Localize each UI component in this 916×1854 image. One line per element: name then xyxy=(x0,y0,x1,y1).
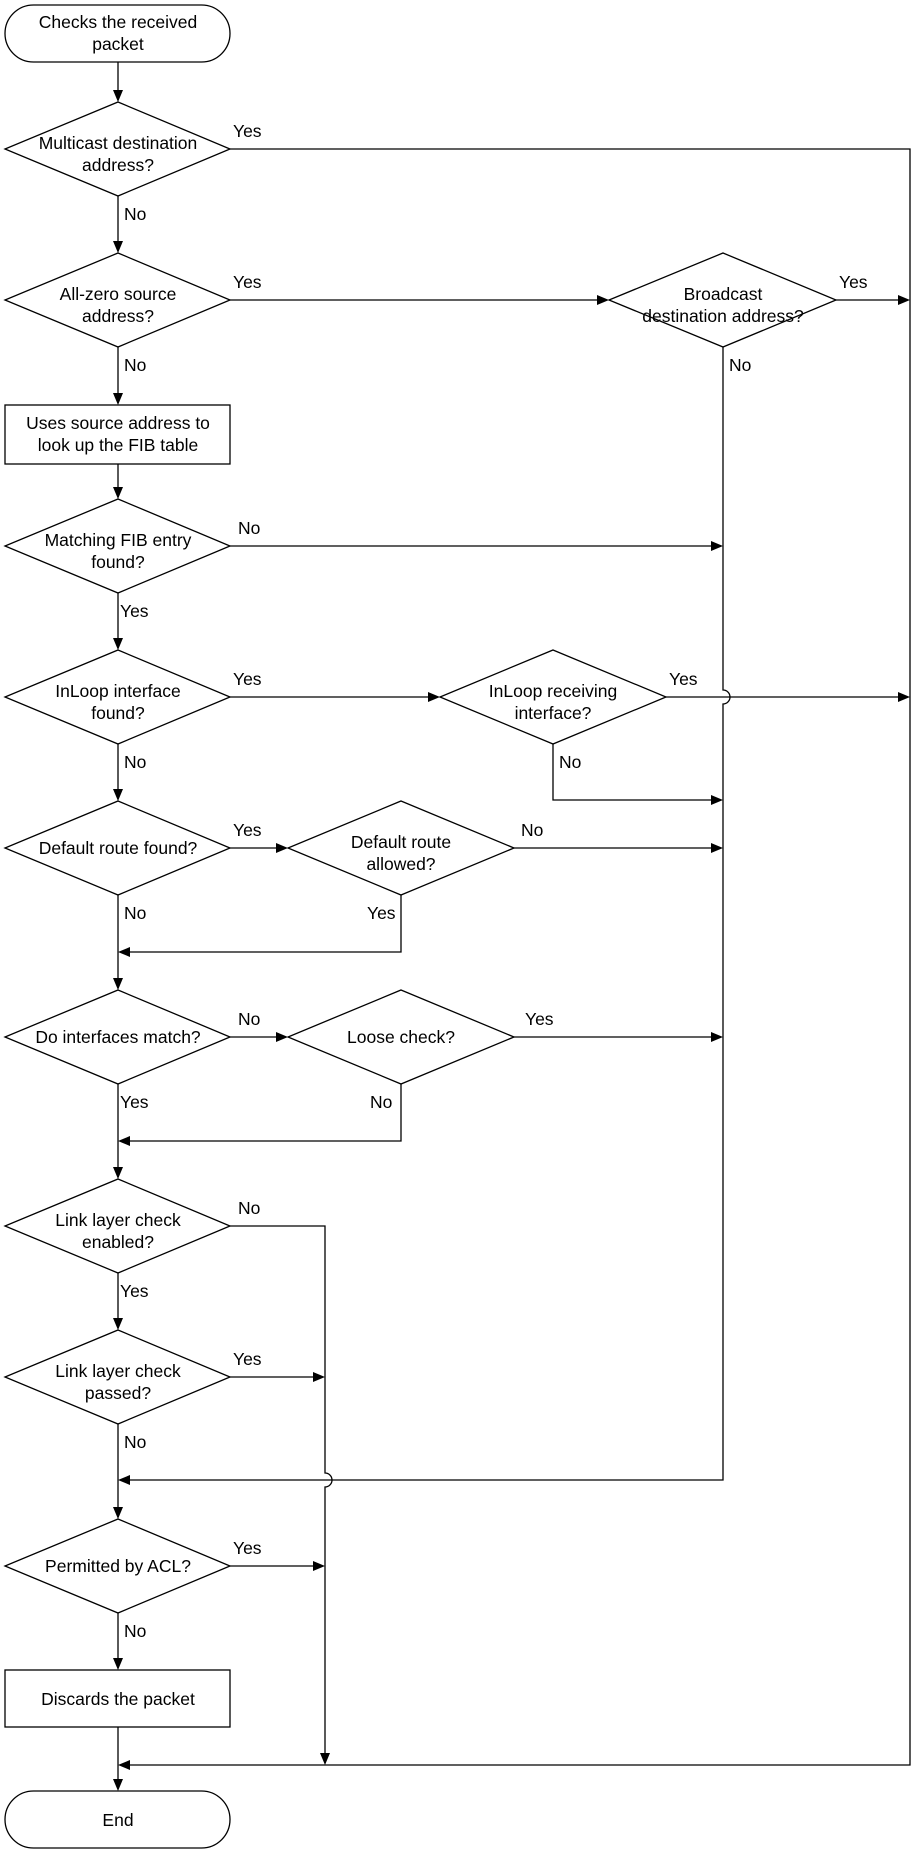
label-inloop-found-no: No xyxy=(124,752,146,772)
arrowhead xyxy=(113,1658,123,1670)
label-multicast-no: No xyxy=(124,204,146,224)
label-link-passed-yes: Yes xyxy=(233,1349,262,1369)
arrowhead xyxy=(711,795,723,805)
arrowhead xyxy=(597,295,609,305)
label-fib-found-no: No xyxy=(238,518,260,538)
edge-multicast-yes-bus xyxy=(130,148,911,1766)
node-default-found-text: Default route found? xyxy=(39,838,198,858)
label-default-allowed-no: No xyxy=(521,820,543,840)
arrowhead xyxy=(118,1760,130,1770)
arrowhead xyxy=(113,1318,123,1330)
label-broadcast-no: No xyxy=(729,355,751,375)
node-end xyxy=(4,1790,231,1849)
label-link-passed-no: No xyxy=(124,1432,146,1452)
node-fib-lookup xyxy=(4,404,231,465)
node-loose-text: Loose check? xyxy=(347,1027,455,1047)
label-broadcast-yes: Yes xyxy=(839,272,868,292)
arrowhead xyxy=(320,1753,330,1765)
label-multicast-yes: Yes xyxy=(233,121,262,141)
label-inloop-recv-no: No xyxy=(559,752,581,772)
label-link-enabled-yes: Yes xyxy=(120,1281,149,1301)
arrowhead xyxy=(113,393,123,405)
arrowhead xyxy=(113,487,123,499)
edge-inloop-recv-no xyxy=(552,744,711,801)
arrowhead xyxy=(113,90,123,102)
node-end-text: End xyxy=(102,1810,133,1830)
arrowhead xyxy=(113,1779,123,1791)
label-default-found-no: No xyxy=(124,903,146,923)
arrowhead xyxy=(118,1136,130,1146)
label-zero-src-yes: Yes xyxy=(233,272,262,292)
arrowhead xyxy=(711,541,723,551)
label-fib-found-yes: Yes xyxy=(120,601,149,621)
arrowhead xyxy=(113,638,123,650)
node-discard xyxy=(4,1669,231,1728)
label-inloop-found-yes: Yes xyxy=(233,669,262,689)
arrowhead xyxy=(276,843,288,853)
arrowhead xyxy=(313,1561,325,1571)
arrowhead xyxy=(711,843,723,853)
label-loose-yes: Yes xyxy=(525,1009,554,1029)
edge-fail-bus xyxy=(130,347,731,1481)
arrowhead xyxy=(113,241,123,253)
label-acl-no: No xyxy=(124,1621,146,1641)
label-default-found-yes: Yes xyxy=(233,820,262,840)
label-iface-match-no: No xyxy=(238,1009,260,1029)
edge-loose-no xyxy=(130,1084,402,1142)
arrowhead xyxy=(113,978,123,990)
label-inloop-recv-yes: Yes xyxy=(669,669,698,689)
label-default-allowed-yes: Yes xyxy=(367,903,396,923)
edge-pass-bus xyxy=(230,1225,333,1753)
node-acl-text: Permitted by ACL? xyxy=(45,1556,191,1576)
edge-default-allowed-yes xyxy=(130,895,402,953)
node-discard-text: Discards the packet xyxy=(41,1689,195,1709)
arrowhead xyxy=(113,789,123,801)
arrowhead xyxy=(313,1372,325,1382)
arrowhead xyxy=(118,1475,130,1485)
label-link-enabled-no: No xyxy=(238,1198,260,1218)
node-iface-match-text: Do interfaces match? xyxy=(35,1027,201,1047)
arrowhead xyxy=(276,1032,288,1042)
arrowhead xyxy=(118,947,130,957)
arrowhead xyxy=(898,295,910,305)
label-iface-match-yes: Yes xyxy=(120,1092,149,1112)
label-loose-no: No xyxy=(370,1092,392,1112)
arrowhead xyxy=(898,692,910,702)
arrowhead xyxy=(113,1167,123,1179)
arrowhead xyxy=(711,1032,723,1042)
arrowhead xyxy=(428,692,440,702)
label-acl-yes: Yes xyxy=(233,1538,262,1558)
arrowhead xyxy=(113,1507,123,1519)
label-zero-src-no: No xyxy=(124,355,146,375)
